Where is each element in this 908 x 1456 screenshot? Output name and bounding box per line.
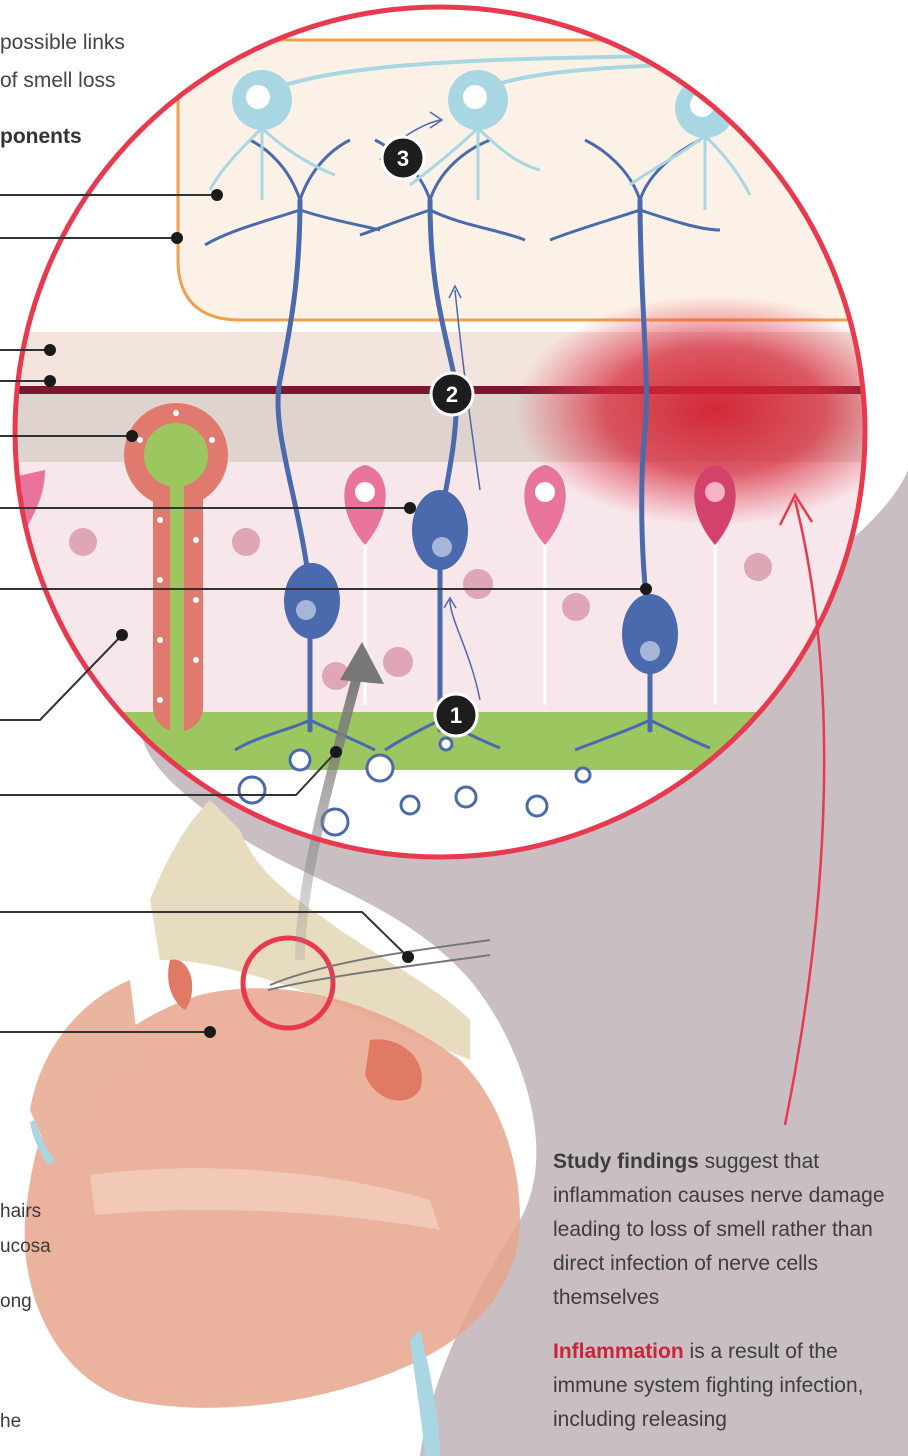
step-1-label: 1 [450,703,462,728]
olfactory-bulb [178,40,908,320]
step-3-label: 3 [397,146,409,171]
inflammation-lead: Inflammation [553,1340,684,1363]
step-marker-2: 2 [431,373,473,415]
intro-line-1: possible links [0,26,125,60]
step-marker-1: 1 [435,694,477,736]
left-note-4: he [0,1405,21,1439]
findings-panel: Study findings suggest that inflammation… [553,1145,908,1437]
sinus-blob-2 [168,960,192,1010]
left-note-1: hairs [0,1195,41,1229]
study-findings-paragraph: Study findings suggest that inflammation… [553,1145,908,1315]
study-findings-text: suggest that inflammation causes nerve d… [553,1150,885,1309]
intro-line-2: of smell loss [0,64,116,98]
study-findings-lead: Study findings [553,1150,699,1173]
step-marker-3: 3 [382,137,424,179]
components-heading: ponents [0,120,82,154]
left-note-3: ong [0,1285,32,1319]
step-2-label: 2 [446,382,458,407]
inflammation-paragraph: Inflammation is a result of the immune s… [553,1335,908,1437]
left-note-2: ucosa [0,1230,51,1264]
